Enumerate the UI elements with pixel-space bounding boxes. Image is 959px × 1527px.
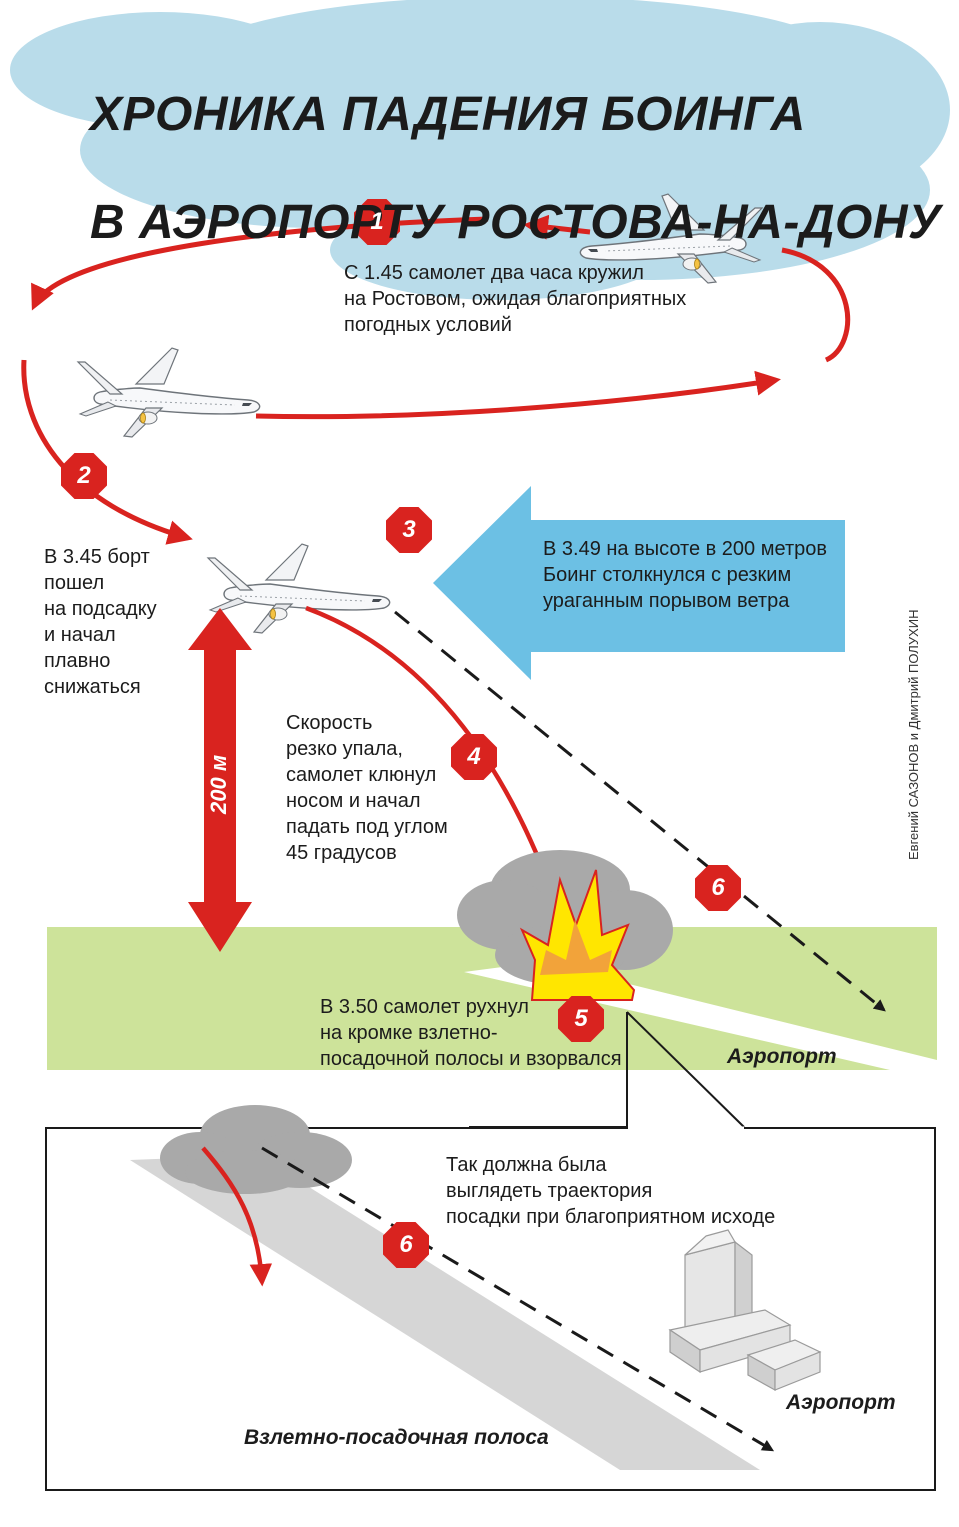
inset-runway [130, 1155, 760, 1470]
inset-airport-label: Аэропорт [786, 1391, 896, 1414]
title-line-2: В АЭРОПОРТУ РОСТОВА-НА-ДОНУ [90, 196, 942, 249]
step-5-text: В 3.50 самолет рухнул на кромке взлетно-… [320, 996, 622, 1070]
smoke-cloud-icon [160, 1105, 352, 1194]
altitude-arrow [188, 608, 252, 952]
runway-label: Взлетно-посадочная полоса [244, 1426, 549, 1449]
step-number-1: 1 [370, 208, 384, 235]
airport-label: Аэропорт [727, 1045, 837, 1068]
inset-fall-trajectory [201, 1146, 273, 1287]
page-title: ХРОНИКА ПАДЕНИЯ БОИНГА В АЭРОПОРТУ РОСТО… [90, 34, 941, 304]
title-line-1: ХРОНИКА ПАДЕНИЯ БОИНГА [90, 88, 806, 141]
altitude-label: 200 м [206, 754, 231, 814]
inset-planned-trajectory [261, 1146, 775, 1452]
wind-arrow-icon [433, 486, 845, 680]
airport-building-icon [668, 1229, 822, 1392]
step-6-text: Так должна была выглядеть траектория пос… [446, 1154, 776, 1228]
airplane-icon [77, 347, 261, 438]
airplane-icon [207, 543, 391, 634]
explosion-icon [519, 869, 636, 1001]
step-number-6: 6 [711, 874, 725, 901]
step-number-3: 3 [402, 516, 416, 543]
step-1-text: С 1.45 самолет два часа кружил на Ростов… [344, 262, 687, 336]
step-4-text: Скорость резко упала, самолет клюнул нос… [286, 712, 448, 864]
inset-step-number-6: 6 [399, 1231, 413, 1258]
step-2-text: В 3.45 борт пошел на подсадку и начал пл… [44, 546, 157, 698]
planned-trajectory [394, 610, 886, 1012]
author-credit: Евгений САЗОНОВ и Дмитрий ПОЛУХИН [906, 609, 921, 860]
sky-cloud [10, 0, 950, 300]
step-number-4: 4 [467, 743, 481, 770]
holding-pattern [21, 214, 851, 545]
step-number-2: 2 [77, 462, 91, 489]
step-3-text: В 3.49 на высоте в 200 метров Боинг стол… [543, 538, 827, 612]
step-number-5: 5 [574, 1005, 588, 1032]
